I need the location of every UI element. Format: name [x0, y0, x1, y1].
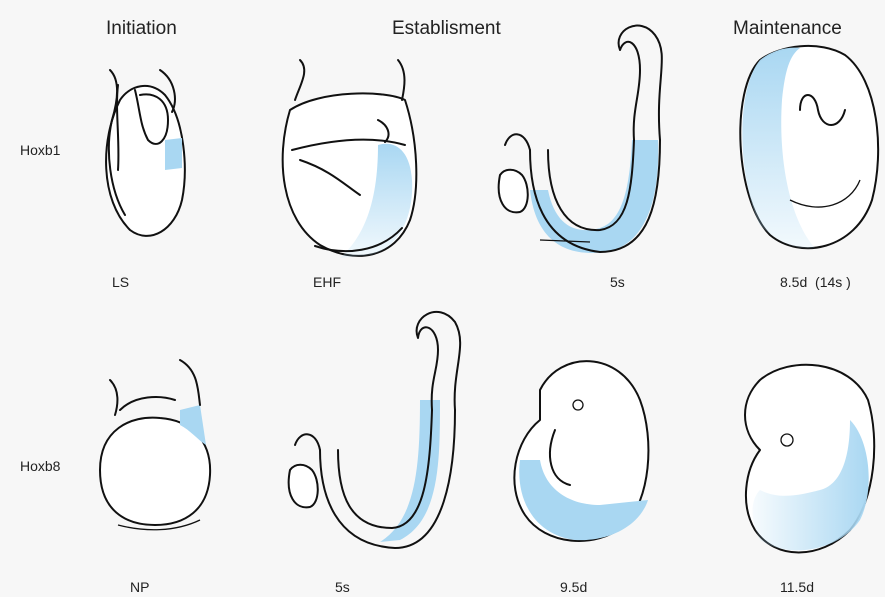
embryo-hoxb8-5s: [289, 312, 460, 548]
embryo-hoxb1-8-5d: [740, 46, 878, 248]
embryo-hoxb1-5s: [499, 26, 662, 253]
embryo-hoxb8-11-5d: [745, 365, 874, 553]
embryo-hoxb1-ls: [106, 70, 185, 236]
embryo-hoxb8-9-5d: [514, 361, 648, 541]
embryo-hoxb8-np: [100, 360, 210, 530]
embryo-hoxb1-ehf: [283, 60, 417, 258]
expression-domain: [165, 138, 182, 170]
